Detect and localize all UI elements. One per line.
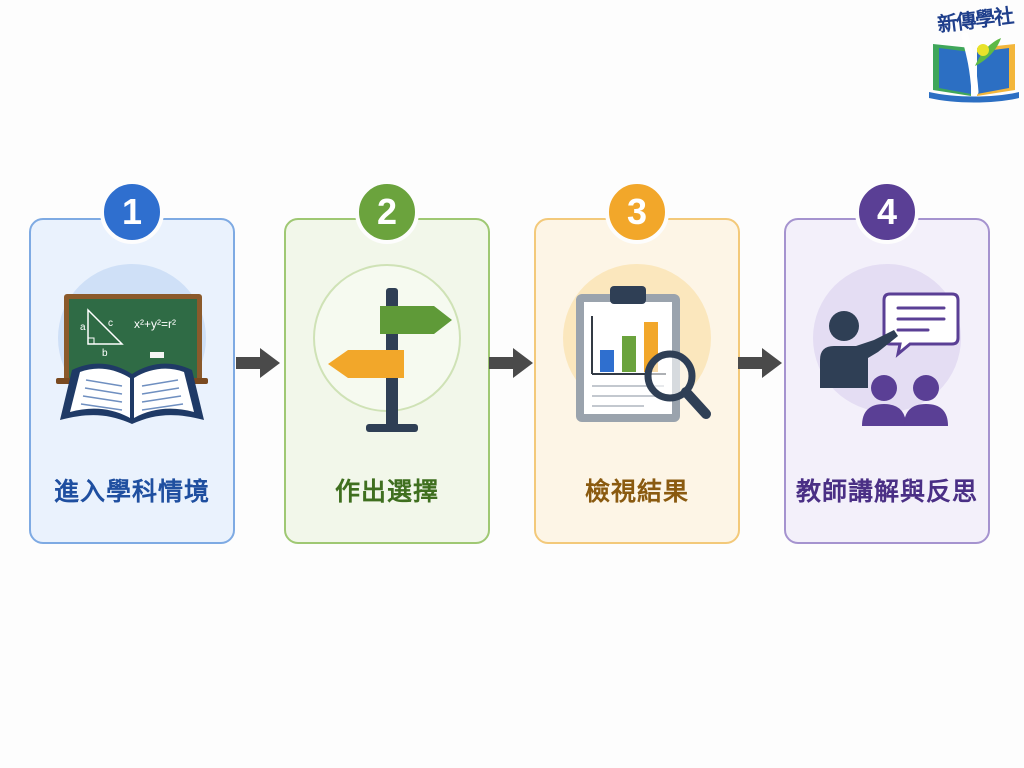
teacher-presenting-icon [820,292,960,426]
step-2-badge: 2 [355,180,419,244]
step-1-label: 進入學科情境 [53,477,210,506]
triangle-label-b: b [102,348,108,359]
triangle-label-c: c [108,318,113,329]
triangle-label-a: a [80,322,86,333]
step-3-badge: 3 [605,180,669,244]
arrow-right-icon [489,348,533,378]
step-2-label: 作出選擇 [334,477,439,506]
step-1-badge: 1 [100,180,164,244]
chalkboard-book-icon: a b c x²+y²=r² [56,294,208,424]
chart-bar-blue [600,350,614,372]
book-sprout-logo [929,32,1019,103]
board-formula: x²+y²=r² [134,317,176,331]
arrow-right-icon [236,348,280,378]
step-3-label: 檢視結果 [584,477,689,506]
step-4-label: 教師講解與反思 [795,477,978,506]
chart-bar-green [622,336,636,372]
arrow-right-icon [738,348,782,378]
clipboard-magnifier-icon [576,286,711,422]
signpost-icon [328,288,452,432]
step-4-badge: 4 [855,180,919,244]
